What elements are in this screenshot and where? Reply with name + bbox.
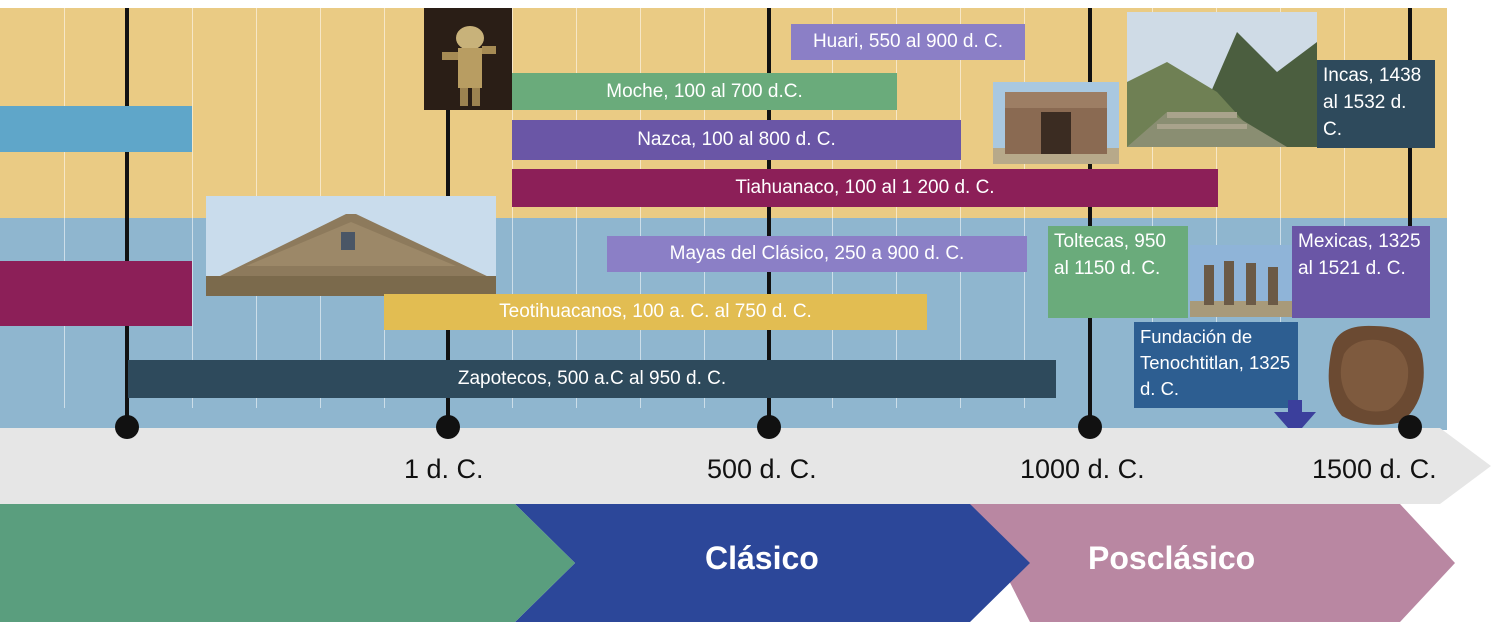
mexicas-text: Mexicas, 1325 al 1521 d. C. — [1298, 231, 1421, 279]
period-label-clasico: Clásico — [705, 540, 819, 576]
tiahuanaco-bar: Tiahuanaco, 100 al 1 200 d. C. — [512, 169, 1218, 207]
toltecas-text: Toltecas, 950 al 1150 d. C. — [1054, 231, 1166, 279]
moche-bar: Moche, 100 al 700 d.C. — [512, 73, 897, 110]
tick-label: 1500 d. C. — [1312, 454, 1437, 484]
truncated-bar-andes — [0, 106, 192, 152]
preclasico-arrow — [0, 504, 575, 622]
century-line — [125, 8, 129, 428]
mexicas-label: Mexicas, 1325 al 1521 d. C. — [1292, 226, 1430, 318]
tick-dot — [436, 415, 460, 439]
tick-label: 500 d. C. — [707, 454, 817, 484]
tick-label: 1000 d. C. — [1020, 454, 1145, 484]
sun-stone-photo — [1318, 318, 1430, 428]
nazca-bar: Nazca, 100 al 800 d. C. — [512, 120, 961, 160]
incas-label: Incas, 1438 al 1532 d. C. — [1317, 60, 1435, 148]
tenochtitlan-text: Fundación de Tenochtitlan, 1325 d. C. — [1140, 326, 1291, 399]
tick-dot — [1078, 415, 1102, 439]
tenochtitlan-arrow-icon — [1274, 400, 1316, 436]
huari-bar: Huari, 550 al 900 d. C. — [791, 24, 1025, 60]
timeline-axis — [0, 428, 1491, 504]
gate-of-sun-photo — [993, 82, 1119, 164]
tick-dot — [757, 415, 781, 439]
teotihuacanos-bar: Teotihuacanos, 100 a. C. al 750 d. C. — [384, 294, 927, 330]
century-line — [1088, 8, 1092, 428]
posclasico-arrow — [970, 504, 1455, 622]
century-line — [767, 8, 771, 428]
toltecas-label: Toltecas, 950 al 1150 d. C. — [1048, 226, 1188, 318]
machu-picchu-photo — [1127, 12, 1317, 147]
clasico-arrow — [515, 504, 1030, 622]
tick-dot — [115, 415, 139, 439]
tula-atlantes-photo — [1190, 245, 1294, 317]
period-arrows — [0, 504, 1455, 622]
period-label-posclasico: Posclásico — [1088, 540, 1256, 576]
zapotecos-bar: Zapotecos, 500 a.C al 950 d. C. — [128, 360, 1056, 398]
mayas-bar: Mayas del Clásico, 250 a 900 d. C. — [607, 236, 1027, 272]
truncated-bar-meso — [0, 261, 192, 326]
incas-text: Incas, 1438 al 1532 d. C. — [1323, 65, 1422, 140]
century-line — [1408, 8, 1412, 428]
tenochtitlan-label: Fundación de Tenochtitlan, 1325 d. C. — [1134, 322, 1298, 408]
tick-label: 1 d. C. — [404, 454, 484, 484]
sun-pyramid-photo — [206, 196, 496, 296]
moche-statue-photo — [424, 8, 512, 110]
tick-dot — [1398, 415, 1422, 439]
